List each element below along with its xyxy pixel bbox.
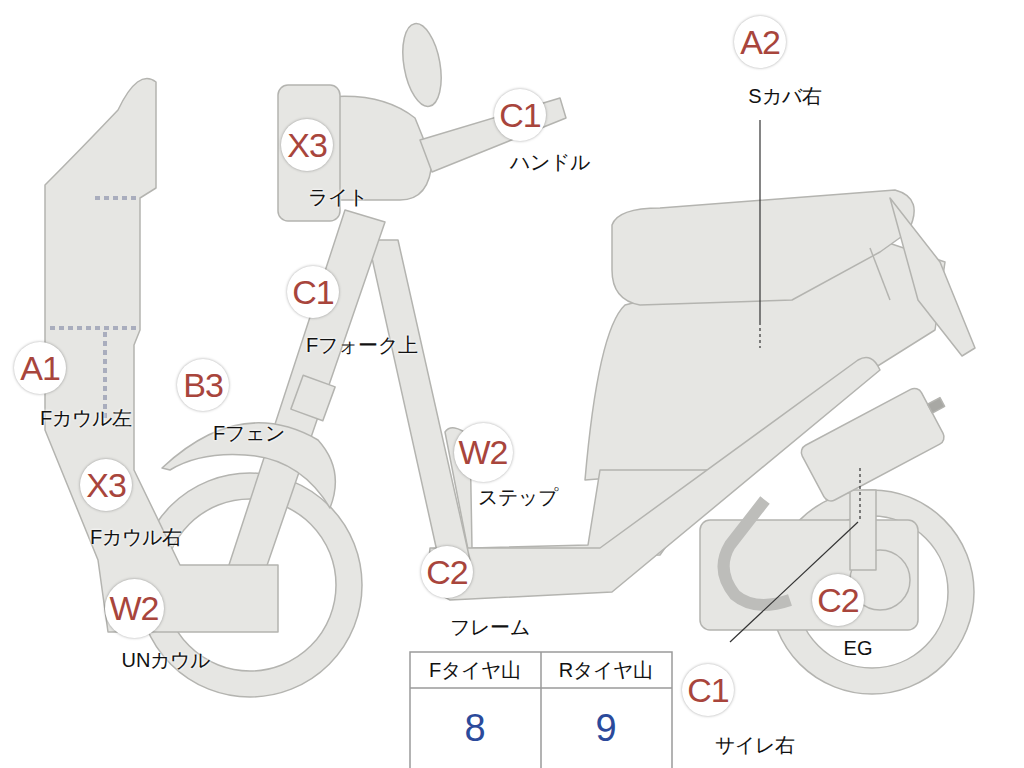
front-fender <box>162 423 335 508</box>
callout-circle: A2Sカバ右 <box>734 16 786 68</box>
mirror <box>397 21 447 110</box>
part-name: サイレ右 <box>715 734 795 756</box>
part-name: Fカウル左 <box>40 407 132 429</box>
callout-circle: C2EG <box>812 574 864 626</box>
callout-code: W2 <box>110 591 159 625</box>
leader-lines <box>730 120 860 642</box>
fork-clamp <box>291 375 335 420</box>
part-name: Fカウル右 <box>90 526 182 548</box>
part-name: Sカバ右 <box>748 85 821 107</box>
exhaust-pipe <box>724 500 790 605</box>
part-name: ライト <box>308 186 368 208</box>
frame <box>429 358 880 600</box>
tire-table-grid <box>410 652 672 768</box>
table-value: 8 <box>464 708 485 750</box>
table-value: 9 <box>595 708 616 750</box>
callout-code: C1 <box>499 98 540 132</box>
tail-seam <box>870 248 890 300</box>
callout-circle: C1Fフォーク上 <box>287 266 339 318</box>
callout-code: X3 <box>86 468 126 502</box>
callout-circle: C1サイレ右 <box>682 664 734 716</box>
callout-code: C2 <box>817 583 858 617</box>
front-cowl <box>45 79 278 633</box>
callout-circle: W2UNカウル <box>105 579 164 638</box>
callout-circle: X3ライト <box>281 119 333 171</box>
callout-code: X3 <box>287 128 327 162</box>
callout-code: C1 <box>292 275 333 309</box>
callout-circle: W2ステップ <box>454 423 513 482</box>
part-name: Fフェン <box>213 422 285 444</box>
callout-code: B3 <box>183 368 223 402</box>
panel-dotted-lines <box>50 198 140 420</box>
callout-code: C2 <box>426 555 467 589</box>
part-name: ハンドル <box>510 151 590 173</box>
callout-code: W2 <box>459 435 508 469</box>
table-header: Rタイヤ山 <box>559 659 653 681</box>
callout-circle: C1ハンドル <box>494 89 546 141</box>
table-header: Fタイヤ山 <box>429 659 521 681</box>
part-name: EG <box>844 637 873 659</box>
tail <box>890 198 975 356</box>
callout-circle: B3Fフェン <box>177 359 229 411</box>
callout-code: C1 <box>687 673 728 707</box>
fork <box>228 210 385 580</box>
callout-circle: A1Fカウル左 <box>14 342 66 394</box>
down-tube <box>368 240 470 565</box>
callout-circle: C2フレーム <box>421 546 473 598</box>
part-name: Fフォーク上 <box>306 334 418 356</box>
part-name: UNカウル <box>122 649 211 671</box>
callout-circle: X3Fカウル右 <box>80 459 132 511</box>
callout-code: A1 <box>20 351 60 385</box>
seat <box>612 190 914 305</box>
shock <box>850 490 876 570</box>
callout-code: A2 <box>740 25 780 59</box>
part-name: フレーム <box>450 616 530 638</box>
part-name: ステップ <box>478 486 558 508</box>
